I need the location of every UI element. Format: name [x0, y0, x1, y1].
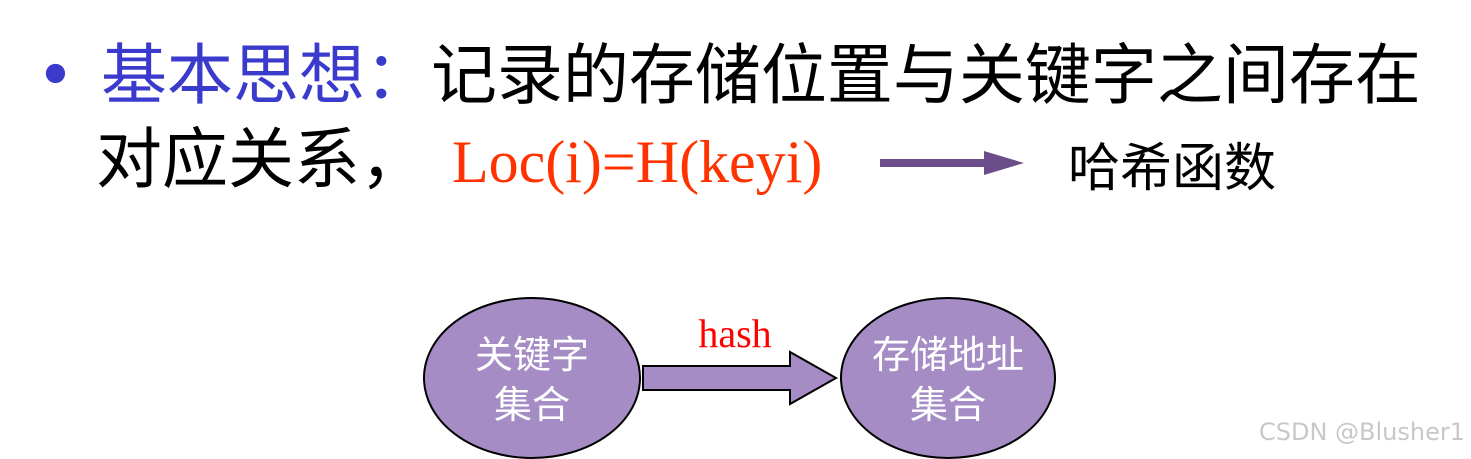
mapping-arrow	[642, 350, 839, 406]
target-node-label-1: 存储地址	[872, 333, 1024, 377]
source-node	[423, 297, 641, 459]
hash-function-term: 哈希函数	[1068, 139, 1277, 199]
watermark: CSDN @Blusher1	[1258, 418, 1465, 446]
heading-text-line2: 对应关系，	[96, 121, 426, 198]
target-node	[840, 297, 1056, 459]
bullet-icon: •	[36, 37, 75, 114]
heading-text-line1: 记录的存储位置与关键字之间存在	[430, 37, 1421, 114]
edge-label: hash	[698, 311, 771, 356]
source-node-label-1: 关键字	[475, 333, 589, 377]
formula: Loc(i)=H(keyi)	[452, 129, 823, 195]
heading-label: 基本思想：	[100, 37, 431, 114]
heading-line-2: 对应关系， Loc(i)=H(keyi)	[96, 106, 822, 202]
heading-line-1: • 基本思想：记录的存储位置与关键字之间存在	[36, 22, 1421, 118]
target-node-label-2: 集合	[910, 383, 986, 427]
inline-arrow-icon	[880, 151, 1024, 175]
source-node-label-2: 集合	[494, 383, 570, 427]
